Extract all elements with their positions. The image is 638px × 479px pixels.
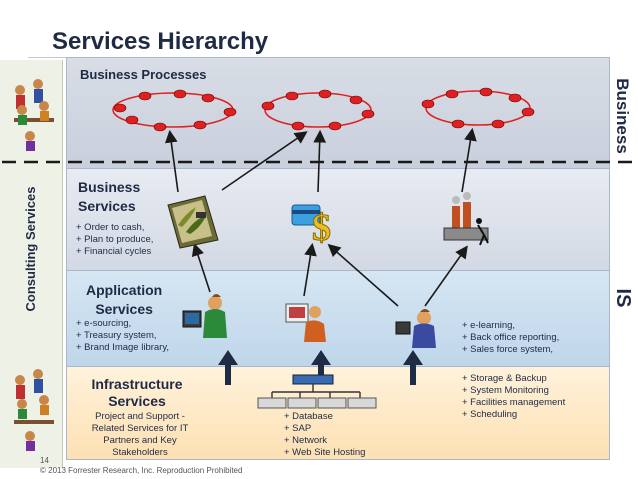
application-services-items-right: + e-learning, + Back office reporting, +… [462,320,560,355]
workstation-icon [285,303,326,342]
block-arrow-3 [403,350,423,385]
process-loop-1 [112,89,237,132]
infrastructure-services-label: Infrastructure Services [91,376,183,409]
svg-text:$: $ [312,207,331,249]
clipboard-check-icon [167,195,219,249]
computer-user-icon [182,294,227,338]
infrastructure-description: Project and Support - Related Services f… [91,411,189,458]
meeting-people-icon-2 [14,369,54,451]
factory-icon [443,192,489,246]
business-processes-label: Business Processes [80,67,207,82]
computer-user-icon-2 [395,309,436,348]
arrow-app1-bs1 [191,242,211,293]
arrow-bs2-bp2 [313,129,327,193]
infrastructure-items-right: + Storage & Backup + System Monitoring +… [462,373,566,420]
meeting-people-icon [14,79,54,151]
arrow-app2-bs2 [303,242,317,297]
network-icon [257,374,377,409]
arrow-bs3-bp3 [461,127,477,193]
process-loop-3 [421,87,535,129]
arrow-app3-bs2 [327,243,399,307]
business-services-label: Business Services [78,179,141,214]
application-services-label: Application Services [86,282,163,317]
copyright: © 2013 Forrester Research, Inc. Reproduc… [40,466,243,475]
page-title: Services Hierarchy [52,28,269,55]
process-loop-2 [261,89,375,131]
title-bar: Services Hierarchy [28,2,608,58]
connector-arrows [164,127,477,307]
arrow-bs1-bp2 [221,131,308,191]
infrastructure-items-center: + Database + SAP + Network + Web Site Ho… [284,411,366,458]
arrow-app3-bs3 [424,245,468,307]
arrow-bs1-bp1 [164,129,179,193]
dollar-card-icon: $ [291,204,332,250]
application-services-band [66,270,610,367]
block-arrow-1 [218,350,238,385]
infrastructure-services-band [66,366,610,460]
application-services-items-left: + e-sourcing, + Treasury system, + Brand… [76,318,170,353]
infrastructure-up-arrows [218,350,423,385]
block-arrow-2 [311,350,331,378]
page-number: 14 [40,456,49,465]
consulting-strip [0,60,63,468]
business-services-items: + Order to cash, + Plan to produce, + Fi… [76,222,154,257]
